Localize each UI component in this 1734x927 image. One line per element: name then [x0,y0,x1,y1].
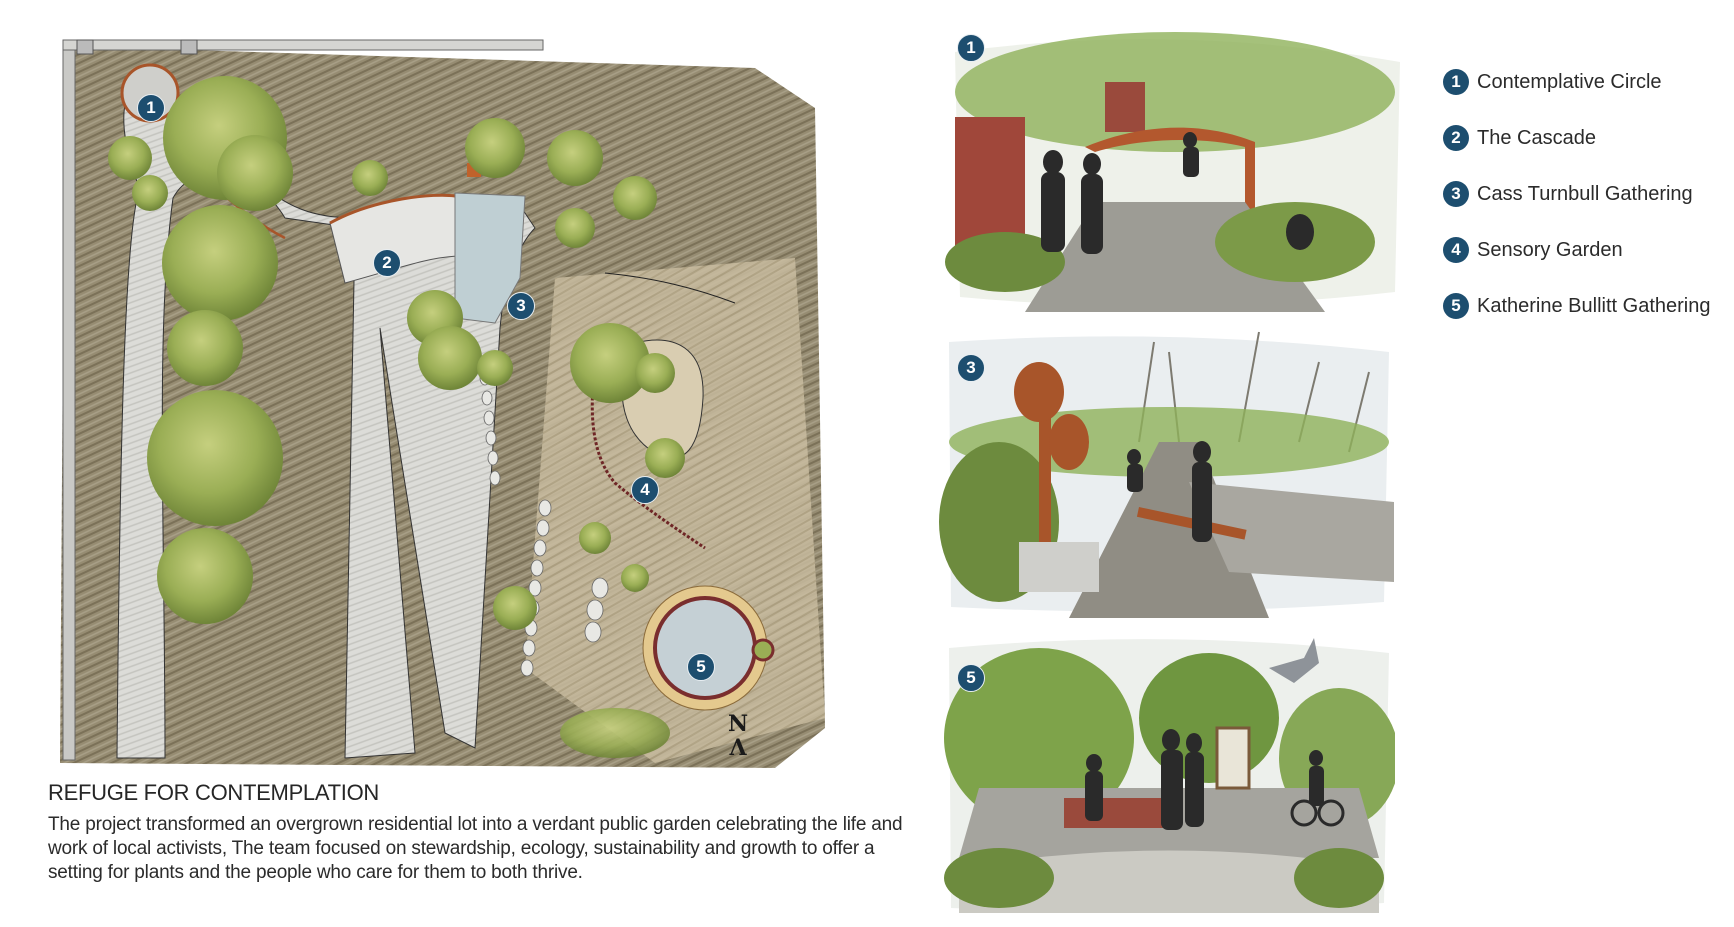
sketch-katherine-bullitt-gathering: 5 [939,628,1399,918]
legend-number: 3 [1443,181,1469,207]
contemplative-circle-illustration [945,32,1400,312]
legend-number: 4 [1443,237,1469,263]
legend-number: 1 [1443,69,1469,95]
north-arrow: N Λ [728,712,748,760]
north-label: N [728,711,749,737]
legend-item-cass-turnbull-gathering: 3 Cass Turnbull Gathering [1443,166,1710,222]
plan-marker-the-cascade: 2 [373,249,401,277]
plan-marker-katherine-bullitt-gathering: 5 [687,653,715,681]
legend-item-sensory-garden: 4 Sensory Garden [1443,222,1710,278]
site-plan-drawing [60,39,825,768]
legend-number: 2 [1443,125,1469,151]
plan-marker-sensory-garden: 4 [631,476,659,504]
legend-label: Katherine Bullitt Gathering [1477,294,1711,317]
legend-label: The Cascade [1477,126,1596,149]
plan-marker-contemplative-circle: 1 [137,94,165,122]
legend-item-the-cascade: 2 The Cascade [1443,110,1710,166]
cass-turnbull-gathering-illustration [939,331,1394,618]
katherine-bullitt-gathering-illustration [944,638,1399,913]
project-description: The project transformed an overgrown res… [48,814,903,883]
north-arrow-icon: Λ [729,735,747,761]
sketch-marker: 1 [957,34,985,62]
plan-marker-cass-turnbull-gathering: 3 [507,292,535,320]
legend-label: Sensory Garden [1477,238,1623,261]
legend-item-contemplative-circle: 1 Contemplative Circle [1443,54,1710,110]
sketch-cass-turnbull-gathering: 3 [939,322,1395,618]
legend-number: 5 [1443,293,1469,319]
legend-label: Cass Turnbull Gathering [1477,182,1693,205]
sketch-marker: 5 [957,664,985,692]
site-plan: 1 2 3 4 5 [55,28,835,773]
legend-item-katherine-bullitt-gathering: 5 Katherine Bullitt Gathering [1443,278,1710,334]
project-title: REFUGE FOR CONTEMPLATION [48,780,379,805]
sketch-marker: 3 [957,354,985,382]
sketch-contemplative-circle: 1 [945,22,1405,312]
legend: 1 Contemplative Circle 2 The Cascade 3 C… [1443,54,1710,334]
legend-label: Contemplative Circle [1477,70,1662,93]
